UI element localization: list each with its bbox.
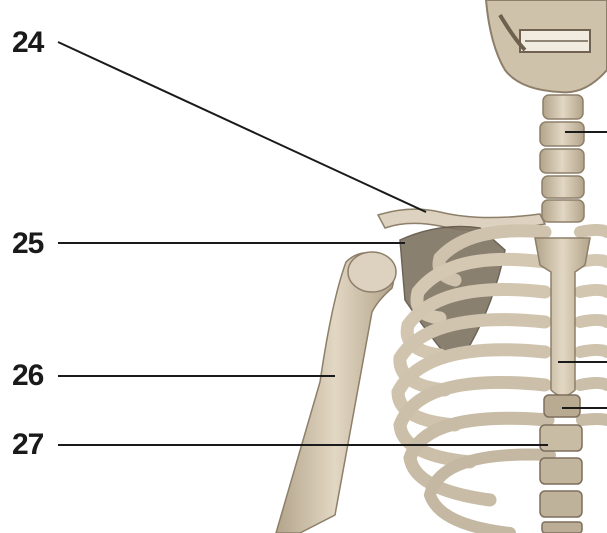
leader-line-24: [58, 42, 426, 212]
cervical-spine: [540, 95, 584, 222]
label-24: 24: [12, 28, 43, 58]
label-25: 25: [12, 229, 43, 259]
humerus: [276, 252, 396, 533]
lower-spine: [540, 395, 582, 533]
skull: [486, 0, 607, 92]
label-26: 26: [12, 361, 43, 391]
label-27: 27: [12, 430, 43, 460]
